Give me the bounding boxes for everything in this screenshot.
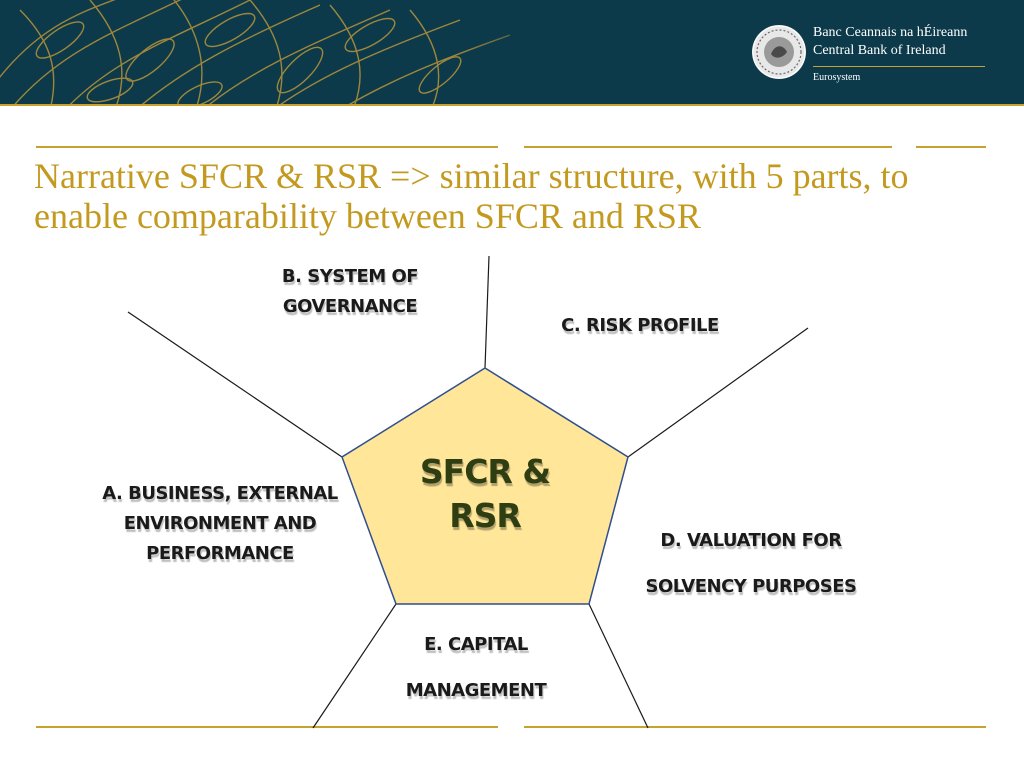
title-rule-left: [36, 146, 498, 148]
org-name-english: Central Bank of Ireland: [813, 43, 946, 58]
brand-block: Banc Ceannais na hÉireann Central Bank o…: [813, 24, 1013, 84]
center-pentagon: [341, 367, 629, 605]
footer-rule-right: [524, 726, 986, 728]
divider-line-bc: [484, 255, 490, 369]
center-label: SFCR & RSR: [419, 452, 551, 535]
title-rule-right: [916, 146, 986, 148]
eurosystem-label: Eurosystem: [813, 72, 861, 83]
leaf-pattern-decoration: [0, 0, 1024, 106]
slide-title: Narrative SFCR & RSR => similar structur…: [34, 156, 909, 236]
footer-rule-left: [36, 726, 498, 728]
title-rule-middle: [524, 146, 892, 148]
central-bank-seal-icon: [752, 25, 806, 79]
banner-gold-rule: [0, 104, 1024, 106]
structure-diagram: [127, 255, 809, 729]
header-banner: Banc Ceannais na hÉireann Central Bank o…: [0, 0, 1024, 106]
part-e-label: E. CAPITAL MANAGEMENT: [405, 634, 547, 701]
part-b-label: B. SYSTEM OF GOVERNANCE: [281, 266, 419, 317]
org-name-irish: Banc Ceannais na hÉireann: [813, 25, 968, 40]
part-d-label: D. VALUATION FOR SOLVENCY PURPOSES: [645, 530, 857, 597]
divider-line-cd: [627, 327, 809, 458]
divider-line-ea: [312, 603, 397, 729]
part-c-label: C. RISK PROFILE: [561, 315, 719, 336]
part-a-label: A. BUSINESS, EXTERNAL ENVIRONMENT AND PE…: [102, 483, 338, 564]
brand-divider: [813, 66, 985, 67]
divider-line-ab: [127, 311, 343, 458]
divider-line-de: [588, 603, 649, 729]
